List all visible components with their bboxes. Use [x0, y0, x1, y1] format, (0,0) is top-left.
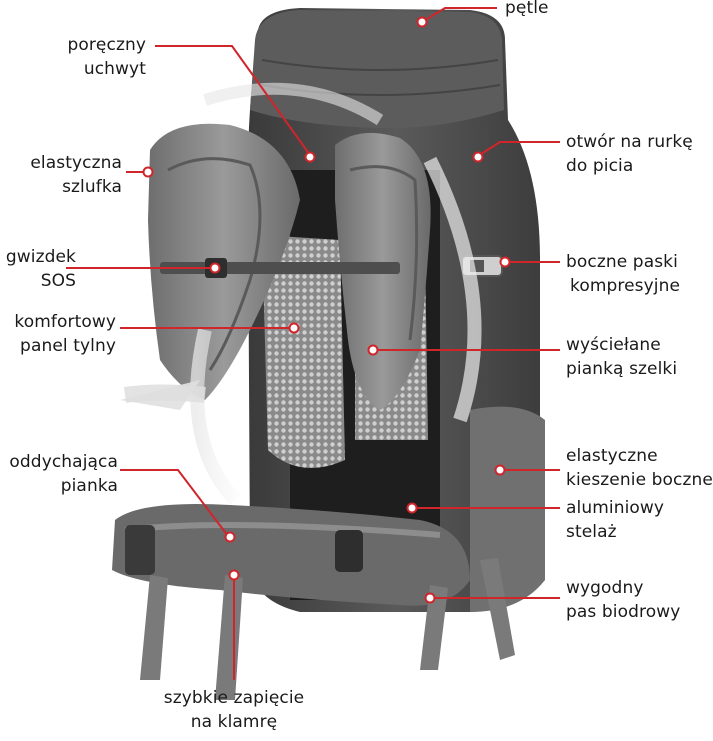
label-rurka-line1: otwór na rurkę [566, 132, 693, 152]
label-pas-line2: pas biodrowy [566, 602, 681, 622]
hip-belt [112, 504, 515, 700]
label-szelki: wyściełane pianką szelki [566, 333, 677, 381]
label-stelaz: aluminiowy stelaż [566, 496, 664, 544]
label-paski: boczne paski kompresyjne [566, 250, 680, 298]
label-paski-line2: kompresyjne [570, 276, 681, 296]
callout-dot-pianka [224, 531, 236, 543]
label-panel: komfortowy panel tylny [0, 310, 116, 358]
label-petle: pętle [505, 0, 549, 20]
callout-dot-klamra [228, 569, 240, 581]
callout-lines [66, 7, 560, 680]
label-paski-line1: boczne paski [566, 252, 678, 272]
label-szlufka-line2: szlufka [62, 177, 122, 197]
airflow-arrows [120, 82, 482, 505]
label-rurka-line2: do picia [566, 156, 634, 176]
callout-dot-uchwyt [304, 151, 316, 163]
label-stelaz-line1: aluminiowy [566, 498, 665, 518]
callout-dot-petle [416, 16, 428, 28]
label-kieszenie-line2: kieszenie boczne [566, 470, 713, 490]
label-klamra: szybkie zapięcie na klamrę [144, 686, 324, 734]
label-uchwyt-line2: uchwyt [83, 59, 146, 79]
callout-dot-sos [209, 262, 221, 274]
callout-line-rurka [477, 141, 560, 157]
label-szlufka: elastyczna szlufka [0, 151, 122, 199]
label-sos: gwizdek SOS [0, 245, 76, 293]
label-szelki-line2: pianką szelki [566, 359, 678, 379]
label-stelaz-line2: stelaż [566, 522, 617, 542]
label-petle-text: pętle [505, 0, 549, 18]
callout-dot-paski [499, 256, 511, 268]
label-klamra-line2: na klamrę [190, 712, 278, 732]
callout-dot-szlufka [142, 166, 154, 178]
label-panel-line2: panel tylny [20, 336, 116, 356]
label-panel-line1: komfortowy [14, 312, 116, 332]
callout-dot-panel [288, 322, 300, 334]
label-szelki-line1: wyściełane [566, 335, 661, 355]
callout-dot-kieszenie [494, 464, 506, 476]
label-sos-line1: gwizdek [5, 247, 76, 267]
callout-line-pianka [120, 469, 229, 537]
callout-dot-szelki [367, 344, 379, 356]
label-kieszenie: elastyczne kieszenie boczne [566, 444, 713, 492]
label-pianka: oddychająca pianka [0, 450, 118, 498]
label-sos-line2: SOS [40, 271, 76, 291]
label-pianka-line1: oddychająca [9, 452, 118, 472]
callout-line-petle [421, 7, 497, 23]
label-rurka: otwór na rurkę do picia [566, 130, 693, 178]
label-uchwyt-line1: poręczny [67, 35, 146, 55]
label-klamra-line1: szybkie zapięcie [163, 688, 305, 708]
label-uchwyt: poręczny uchwyt [30, 33, 146, 81]
label-pianka-line2: pianka [60, 476, 118, 496]
label-pas: wygodny pas biodrowy [566, 576, 680, 624]
label-szlufka-line1: elastyczna [30, 153, 122, 173]
label-pas-line1: wygodny [566, 578, 644, 598]
callout-line-uchwyt [155, 45, 311, 156]
callout-dot-stelaz [406, 502, 418, 514]
label-kieszenie-line1: elastyczne [566, 446, 658, 466]
callout-dots [142, 16, 511, 604]
callout-dot-pas [424, 592, 436, 604]
callout-dot-rurka [472, 151, 484, 163]
shoulder-straps [148, 123, 431, 410]
